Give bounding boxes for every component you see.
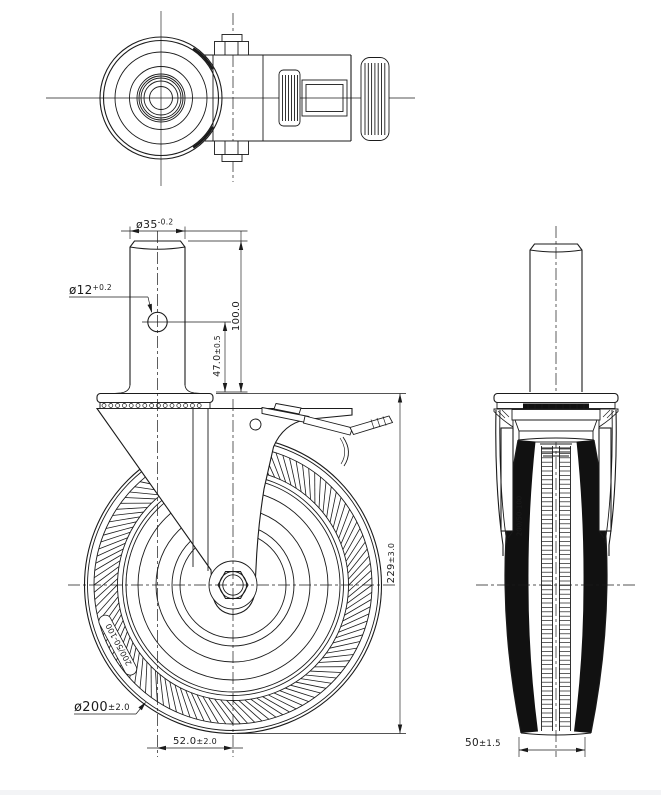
brake-spring-wire <box>342 436 349 467</box>
side-swivel-plate <box>493 392 619 428</box>
side-bearing-balls <box>527 404 585 409</box>
dim-wheel-width-tol: ±1.5 <box>479 739 501 749</box>
dim-stem-dia-value: ø35 <box>136 218 158 231</box>
dim-stem-length: 100.0 <box>188 231 248 393</box>
dim-wheel-dia-value: ø200 <box>74 700 108 715</box>
footer-strip <box>0 790 661 795</box>
top-view <box>46 11 415 186</box>
fork-tangent-arc-bottom <box>192 126 214 149</box>
dim-swivel-offset: 52.0±2.0 <box>147 736 243 751</box>
dim-swivel-offset-label: 52.0±2.0 <box>173 736 217 747</box>
side-tire-marking-text: 200/50-100 <box>516 496 524 537</box>
side-plate-wing-right <box>598 408 619 428</box>
dim-total-height-value: 229 <box>386 563 397 583</box>
front-bearing-balls <box>101 403 202 408</box>
dimensions: ø35-0.2 ø12+0.2 100.0 47.0±0.5 <box>69 218 586 757</box>
dim-wheel-dia-label: ø200±2.0 <box>74 700 130 715</box>
side-stem <box>529 243 583 392</box>
fork-tangent-arc-top <box>192 47 214 70</box>
front-fork <box>95 407 353 616</box>
dim-swivel-offset-value: 52.0 <box>173 736 196 747</box>
side-plate-wing-left <box>493 408 514 428</box>
dim-stem-length-value: 100.0 <box>231 301 242 331</box>
top-view-swivel-circles <box>99 36 223 160</box>
dim-stem-dia-tol: -0.2 <box>158 218 174 227</box>
brake-tab <box>273 402 302 415</box>
top-view-brake-bracket <box>301 79 348 117</box>
front-view: 200/50-100 <box>68 231 397 757</box>
dim-hole-position-value: 47.0 <box>212 355 223 377</box>
dim-hole-diameter: ø12+0.2 <box>69 283 152 313</box>
dim-wheel-dia-tol: ±2.0 <box>108 703 130 713</box>
brake-pivot-hole <box>249 418 262 431</box>
dim-hole-dia-value: ø12 <box>69 283 93 297</box>
dim-hole-position: 47.0±0.5 <box>212 322 228 392</box>
dim-wheel-width-value: 50 <box>465 737 479 749</box>
dim-hole-dia-label: ø12+0.2 <box>69 283 112 297</box>
dim-wheel-width: 50±1.5 <box>465 737 586 757</box>
brake-pedal-tip <box>349 415 394 436</box>
dim-hole-position-label: 47.0±0.5 <box>212 335 223 377</box>
dim-total-height: 229±3.0 <box>216 393 406 734</box>
side-swivel-stack <box>511 409 601 443</box>
dim-stem-length-label: 100.0 <box>231 301 242 331</box>
dim-total-height-label: 229±3.0 <box>386 543 397 584</box>
front-brake-lever <box>249 402 394 467</box>
dim-hole-dia-tol: +0.2 <box>93 283 112 292</box>
front-swivel-plate <box>96 392 214 409</box>
dim-wheel-diameter: ø200±2.0 <box>74 700 146 715</box>
dim-stem-dia-label: ø35-0.2 <box>136 218 173 232</box>
side-tread-rib-pattern <box>542 448 570 727</box>
top-view-axle-nuts <box>214 34 249 162</box>
dim-swivel-offset-tol: ±2.0 <box>196 737 217 746</box>
side-fork-legs <box>495 409 617 556</box>
dim-hole-position-tol: ±0.5 <box>213 335 222 354</box>
dim-wheel-width-label: 50±1.5 <box>465 737 501 749</box>
dim-total-height-tol: ±3.0 <box>387 543 396 564</box>
dim-stem-diameter: ø35-0.2 <box>121 218 248 239</box>
side-view: 200/50-100 <box>476 226 636 757</box>
top-view-rib-lines <box>282 63 386 135</box>
